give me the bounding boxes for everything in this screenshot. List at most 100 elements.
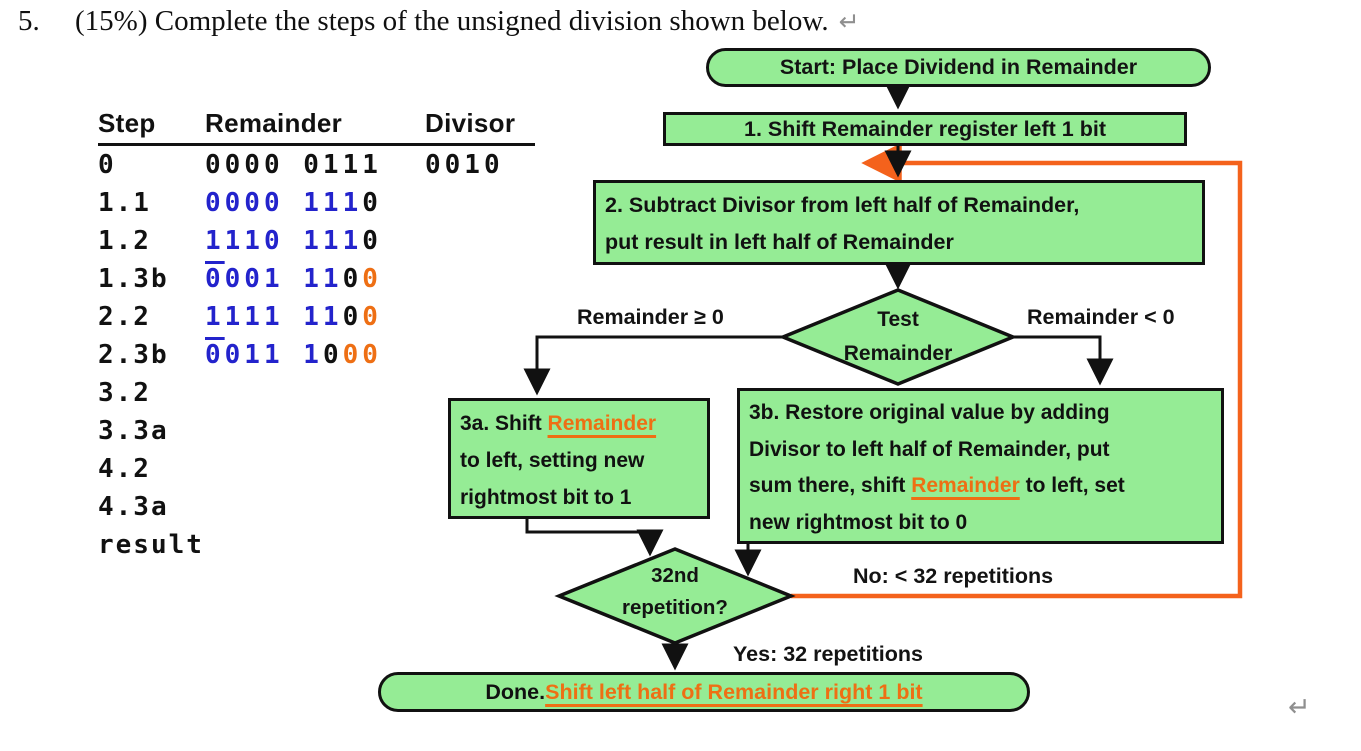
table-header-row: Step Remainder Divisor <box>98 108 535 146</box>
text-segment: 00 <box>342 340 382 370</box>
text-segment: 3a. Shift <box>460 412 548 435</box>
cell-step: 2.3b <box>98 340 169 370</box>
text-segment: 1111 11 <box>205 302 343 332</box>
text-segment: 001 11 <box>224 264 343 294</box>
loop-back-arrow <box>791 142 1243 599</box>
table-row: 0 0000 0111 0010 <box>98 146 535 184</box>
label-yes-repetitions: Yes: 32 repetitions <box>733 642 923 666</box>
label-no-repetitions: No: < 32 repetitions <box>853 564 1054 588</box>
repetition-diamond-label: 32nd repetition? <box>557 560 793 624</box>
cell-step: 1.2 <box>98 226 151 256</box>
table-row: 3.2 <box>98 374 535 412</box>
text-segment: rightmost bit to 1 <box>460 486 632 509</box>
table-row: 1.2 1110 1110 <box>98 222 535 260</box>
cell-divisor: 0010 <box>425 150 504 180</box>
cell-remainder: 0000 0111 <box>205 150 425 180</box>
text-line: 2. Subtract Divisor from left half of Re… <box>605 187 1193 224</box>
table-row: 1.1 0000 1110 <box>98 184 535 222</box>
text-segment: to left, setting new <box>460 449 645 472</box>
text-segment: sum there, shift <box>749 474 912 497</box>
text-segment: 0000 0111 <box>205 150 382 180</box>
cell-remainder: 0001 1100 <box>205 264 425 294</box>
table-row: 4.2 <box>98 450 535 488</box>
step1-label: 1. Shift Remainder register left 1 bit <box>743 116 1106 141</box>
start-node-label: Start: Place Dividend in Remainder <box>779 55 1138 79</box>
text-segment: Remainder <box>911 474 1020 497</box>
text-segment: to left, set <box>1019 474 1125 497</box>
text-segment: 0000 111 <box>205 188 363 218</box>
table-row: 3.3a <box>98 412 535 450</box>
start-node: Start: Place Dividend in Remainder <box>706 48 1211 87</box>
cell-step: 3.2 <box>98 378 151 408</box>
text-line: to left, setting new <box>460 442 698 479</box>
text-segment: 1110 111 <box>205 226 363 256</box>
text-segment: 0 <box>342 302 363 332</box>
column-header-step: Step <box>98 108 156 138</box>
branch-remainder-ge0 <box>523 335 784 396</box>
text-segment: 0 <box>205 264 225 294</box>
text-segment: new rightmost bit to 0 <box>749 510 968 534</box>
text-segment: 0 <box>322 340 343 370</box>
text-segment: 0 <box>342 264 363 294</box>
column-header-remainder: Remainder <box>205 108 343 138</box>
cell-step: 2.2 <box>98 302 151 332</box>
text-line: new rightmost bit to 0 <box>749 505 1212 542</box>
cell-remainder: 1111 1100 <box>205 302 425 332</box>
text-line: 3a. Shift Remainder <box>460 405 698 442</box>
text-segment: 011 1 <box>224 340 323 370</box>
cell-remainder: 0011 1000 <box>205 340 425 370</box>
text-segment: 2. Subtract Divisor from left half of Re… <box>605 193 1080 217</box>
question-text: (15%) Complete the steps of the unsigned… <box>75 5 829 37</box>
text-line: rightmost bit to 1 <box>460 479 698 516</box>
text-segment: Remainder <box>547 412 657 435</box>
question-title: 5. (15%) Complete the steps of the unsign… <box>18 5 860 38</box>
text-line: put result in left half of Remainder <box>605 224 1193 261</box>
text-segment: put result in left half of Remainder <box>605 230 954 254</box>
branch-remainder-lt0 <box>1012 335 1114 386</box>
cell-step: 4.3a <box>98 492 169 522</box>
question-number: 5. <box>18 5 40 37</box>
cell-step: 4.2 <box>98 454 151 484</box>
text-segment: 0 <box>362 264 382 294</box>
test-diamond-line1: Test <box>877 308 919 331</box>
step1-box: 1. Shift Remainder register left 1 bit <box>663 112 1187 146</box>
division-steps-table: Step Remainder Divisor 0 0000 0111 0010 1.1… <box>98 108 535 564</box>
paragraph-return-icon-bottom: ↵ <box>1288 692 1311 722</box>
text-line: Divisor to left half of Remainder, put <box>749 432 1212 469</box>
label-remainder-lt0: Remainder < 0 <box>1027 305 1175 329</box>
text-segment: 0 <box>362 302 382 332</box>
test-diamond-line2: Remainder <box>843 342 953 365</box>
text-segment: 0 <box>362 226 382 256</box>
arrow-box3a-to-rep <box>525 519 664 557</box>
text-segment: Done. <box>485 679 546 704</box>
text-segment: 0 <box>205 340 225 370</box>
label-remainder-ge0: Remainder ≥ 0 <box>577 305 724 329</box>
text-segment: Shift left half of Remainder right 1 bit <box>545 679 923 704</box>
table-row: 4.3a <box>98 488 535 526</box>
text-segment: 3b. Restore original value by adding <box>749 401 1110 424</box>
cell-remainder: 0000 1110 <box>205 188 425 218</box>
text-segment: Divisor to left half of Remainder, put <box>749 437 1110 461</box>
step2-box: 2. Subtract Divisor from left half of Re… <box>593 180 1205 265</box>
test-diamond-label: Test Remainder <box>788 303 1008 371</box>
table-row: result <box>98 526 535 564</box>
text-line: 3b. Restore original value by adding <box>749 395 1212 432</box>
text-segment: 0 <box>362 188 382 218</box>
cell-step: 1.3b <box>98 264 169 294</box>
column-header-divisor: Divisor <box>425 108 516 138</box>
step3a-box: 3a. Shift Remainder to left, setting new r… <box>448 398 710 519</box>
cell-step: 3.3a <box>98 416 169 446</box>
cell-step: 0 <box>98 150 116 180</box>
cell-remainder: 1110 1110 <box>205 226 425 256</box>
repetition-diamond-line1: 32nd <box>651 564 699 587</box>
repetition-diamond-line2: repetition? <box>622 596 728 619</box>
cell-step: 1.1 <box>98 188 151 218</box>
text-line: sum there, shift Remainder to left, set <box>749 468 1212 505</box>
